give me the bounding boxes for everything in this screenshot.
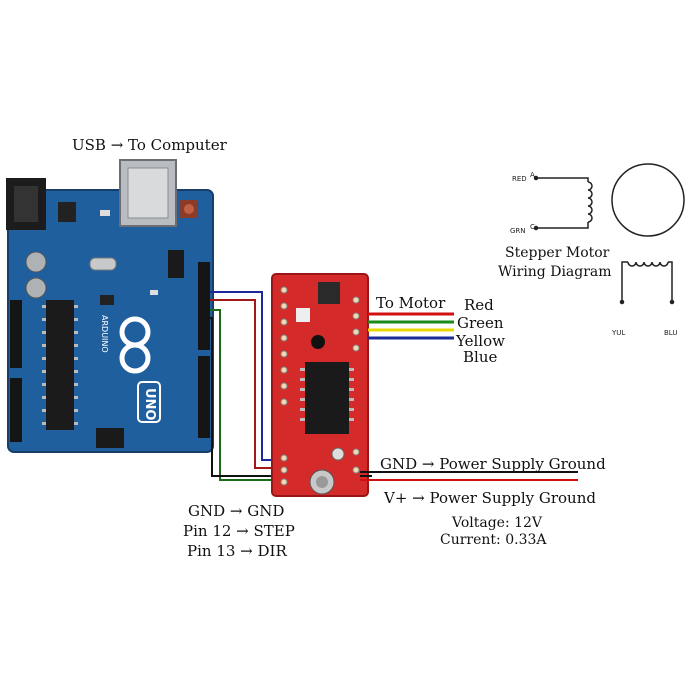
gnd-power-label: GND → Power Supply Ground: [380, 455, 606, 473]
coil-red-label: RED: [512, 175, 527, 183]
to-motor-label: To Motor: [376, 294, 446, 312]
motor-rotor-icon: [611, 163, 685, 237]
easydriver-board: [271, 273, 369, 497]
motor-wire-red-label: Red: [464, 296, 494, 314]
coil-blue-label: BLU: [664, 329, 678, 337]
current-label: Current: 0.33A: [440, 532, 547, 548]
arduino-model-label: UNO: [142, 388, 157, 421]
gnd-connection-label: GND → GND: [188, 502, 285, 520]
motor-wire-yellow-label: Yellow: [456, 332, 505, 350]
motor-diagram-title-2: Wiring Diagram: [498, 264, 612, 280]
arduino-board: [6, 159, 214, 453]
motor-wire-green-label: Green: [457, 314, 504, 332]
arduino-logo-icon: [119, 316, 151, 374]
coil-green-label: GRN: [510, 227, 526, 235]
driver-chip: [305, 362, 349, 434]
motor-diagram-title-1: Stepper Motor: [505, 245, 610, 261]
power-wires: [360, 471, 578, 481]
motor-wires: [368, 312, 454, 340]
coil-yellow-label: YUL: [612, 329, 626, 337]
atmega-chip: [46, 300, 74, 430]
coil-pin-a-label: A: [530, 171, 535, 179]
stepper-motor-schematic: [533, 163, 685, 305]
vplus-power-label: V+ → Power Supply Ground: [384, 489, 596, 507]
arduino-brand-label: ARDUINO: [100, 315, 109, 353]
motor-wire-blue-label: Blue: [463, 348, 498, 366]
usb-label: USB → To Computer: [72, 136, 227, 154]
voltage-label: Voltage: 12V: [452, 515, 543, 531]
pin13-connection-label: Pin 13 → DIR: [187, 542, 287, 560]
coil-pin-c-label: C: [530, 223, 535, 231]
pin12-connection-label: Pin 12 → STEP: [183, 522, 295, 540]
